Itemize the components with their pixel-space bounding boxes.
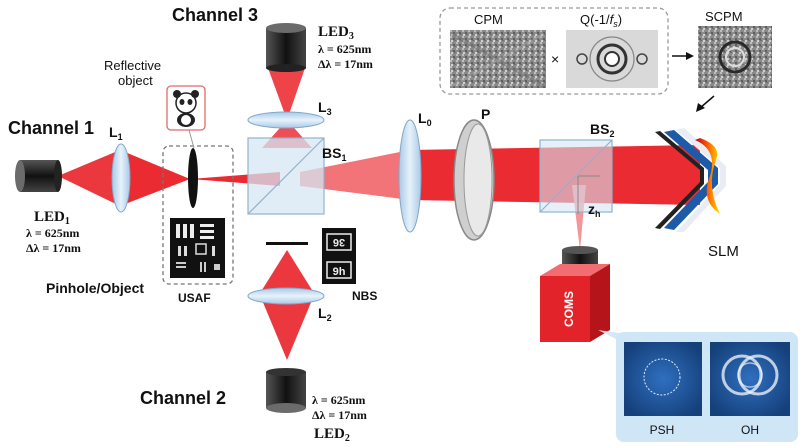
- led3-source: [266, 23, 306, 72]
- channel2-label: Channel 2: [140, 388, 226, 408]
- reflective-object-pointer: [188, 129, 195, 149]
- nbs-target-image: 36 9h: [322, 228, 356, 284]
- slm-device: [655, 128, 726, 232]
- led2-label: LED2: [314, 426, 350, 444]
- led1-label: LED1: [34, 209, 70, 227]
- channel2-aperture-bar: [266, 242, 308, 245]
- led3-wavelength: λ = 625nm: [318, 42, 371, 56]
- svg-text:36: 36: [333, 236, 345, 248]
- nbs-label: NBS: [352, 289, 377, 303]
- channel3-label: Channel 3: [172, 5, 258, 25]
- beam-splitter-bs1: [247, 137, 325, 215]
- lens-l1: [111, 143, 131, 213]
- led1-source: [15, 160, 62, 192]
- beam-splitter-bs2: [539, 139, 613, 214]
- pinhole-disc: [188, 148, 198, 208]
- lens-l1-label: L1: [109, 124, 123, 142]
- oh-label: OH: [741, 423, 759, 437]
- polarizer-p-label: P: [481, 106, 490, 122]
- led1-bandwidth: Δλ = 17nm: [26, 241, 81, 255]
- phase-mask-panel: [439, 7, 772, 112]
- times-symbol: ×: [551, 51, 559, 67]
- bs2-label: BS2: [590, 121, 614, 139]
- channel1-label: Channel 1: [8, 118, 94, 138]
- psh-label: PSH: [650, 423, 675, 437]
- slm-label: SLM: [708, 243, 739, 260]
- coms-camera: [540, 246, 610, 342]
- scpm-label: SCPM: [705, 9, 743, 24]
- led3-bandwidth: Δλ = 17nm: [318, 57, 373, 71]
- coms-label: COMS: [562, 291, 576, 327]
- reflective-object-label-2: object: [118, 73, 153, 88]
- bs1-label: BS1: [322, 145, 346, 163]
- usaf-target-image: [170, 218, 225, 278]
- q-mask-label: Q(-1/fs): [580, 12, 622, 29]
- led2-bandwidth: Δλ = 17nm: [312, 408, 367, 422]
- usaf-label: USAF: [178, 291, 211, 305]
- reflective-object-label-1: Reflective: [104, 58, 161, 73]
- zh-label: zh: [588, 201, 601, 219]
- reflective-object-panda: [166, 85, 206, 131]
- lens-l3: [247, 111, 325, 129]
- lens-l0: [398, 119, 422, 233]
- lens-l2: [247, 287, 325, 305]
- led2-source: [266, 368, 306, 413]
- lens-l3-label: L3: [318, 99, 332, 117]
- hologram-inset-panel: [616, 332, 798, 442]
- pinhole-object-box: [162, 145, 234, 285]
- led3-label: LED3: [318, 24, 354, 42]
- lens-l0-label: L0: [418, 110, 432, 128]
- led2-wavelength: λ = 625nm: [312, 393, 365, 407]
- polarizer-p: [453, 119, 495, 241]
- pinhole-object-label: Pinhole/Object: [46, 280, 144, 296]
- svg-text:9h: 9h: [333, 266, 346, 278]
- lens-l2-label: L2: [318, 305, 332, 323]
- cpm-label: CPM: [474, 12, 503, 27]
- led1-wavelength: λ = 625nm: [26, 226, 79, 240]
